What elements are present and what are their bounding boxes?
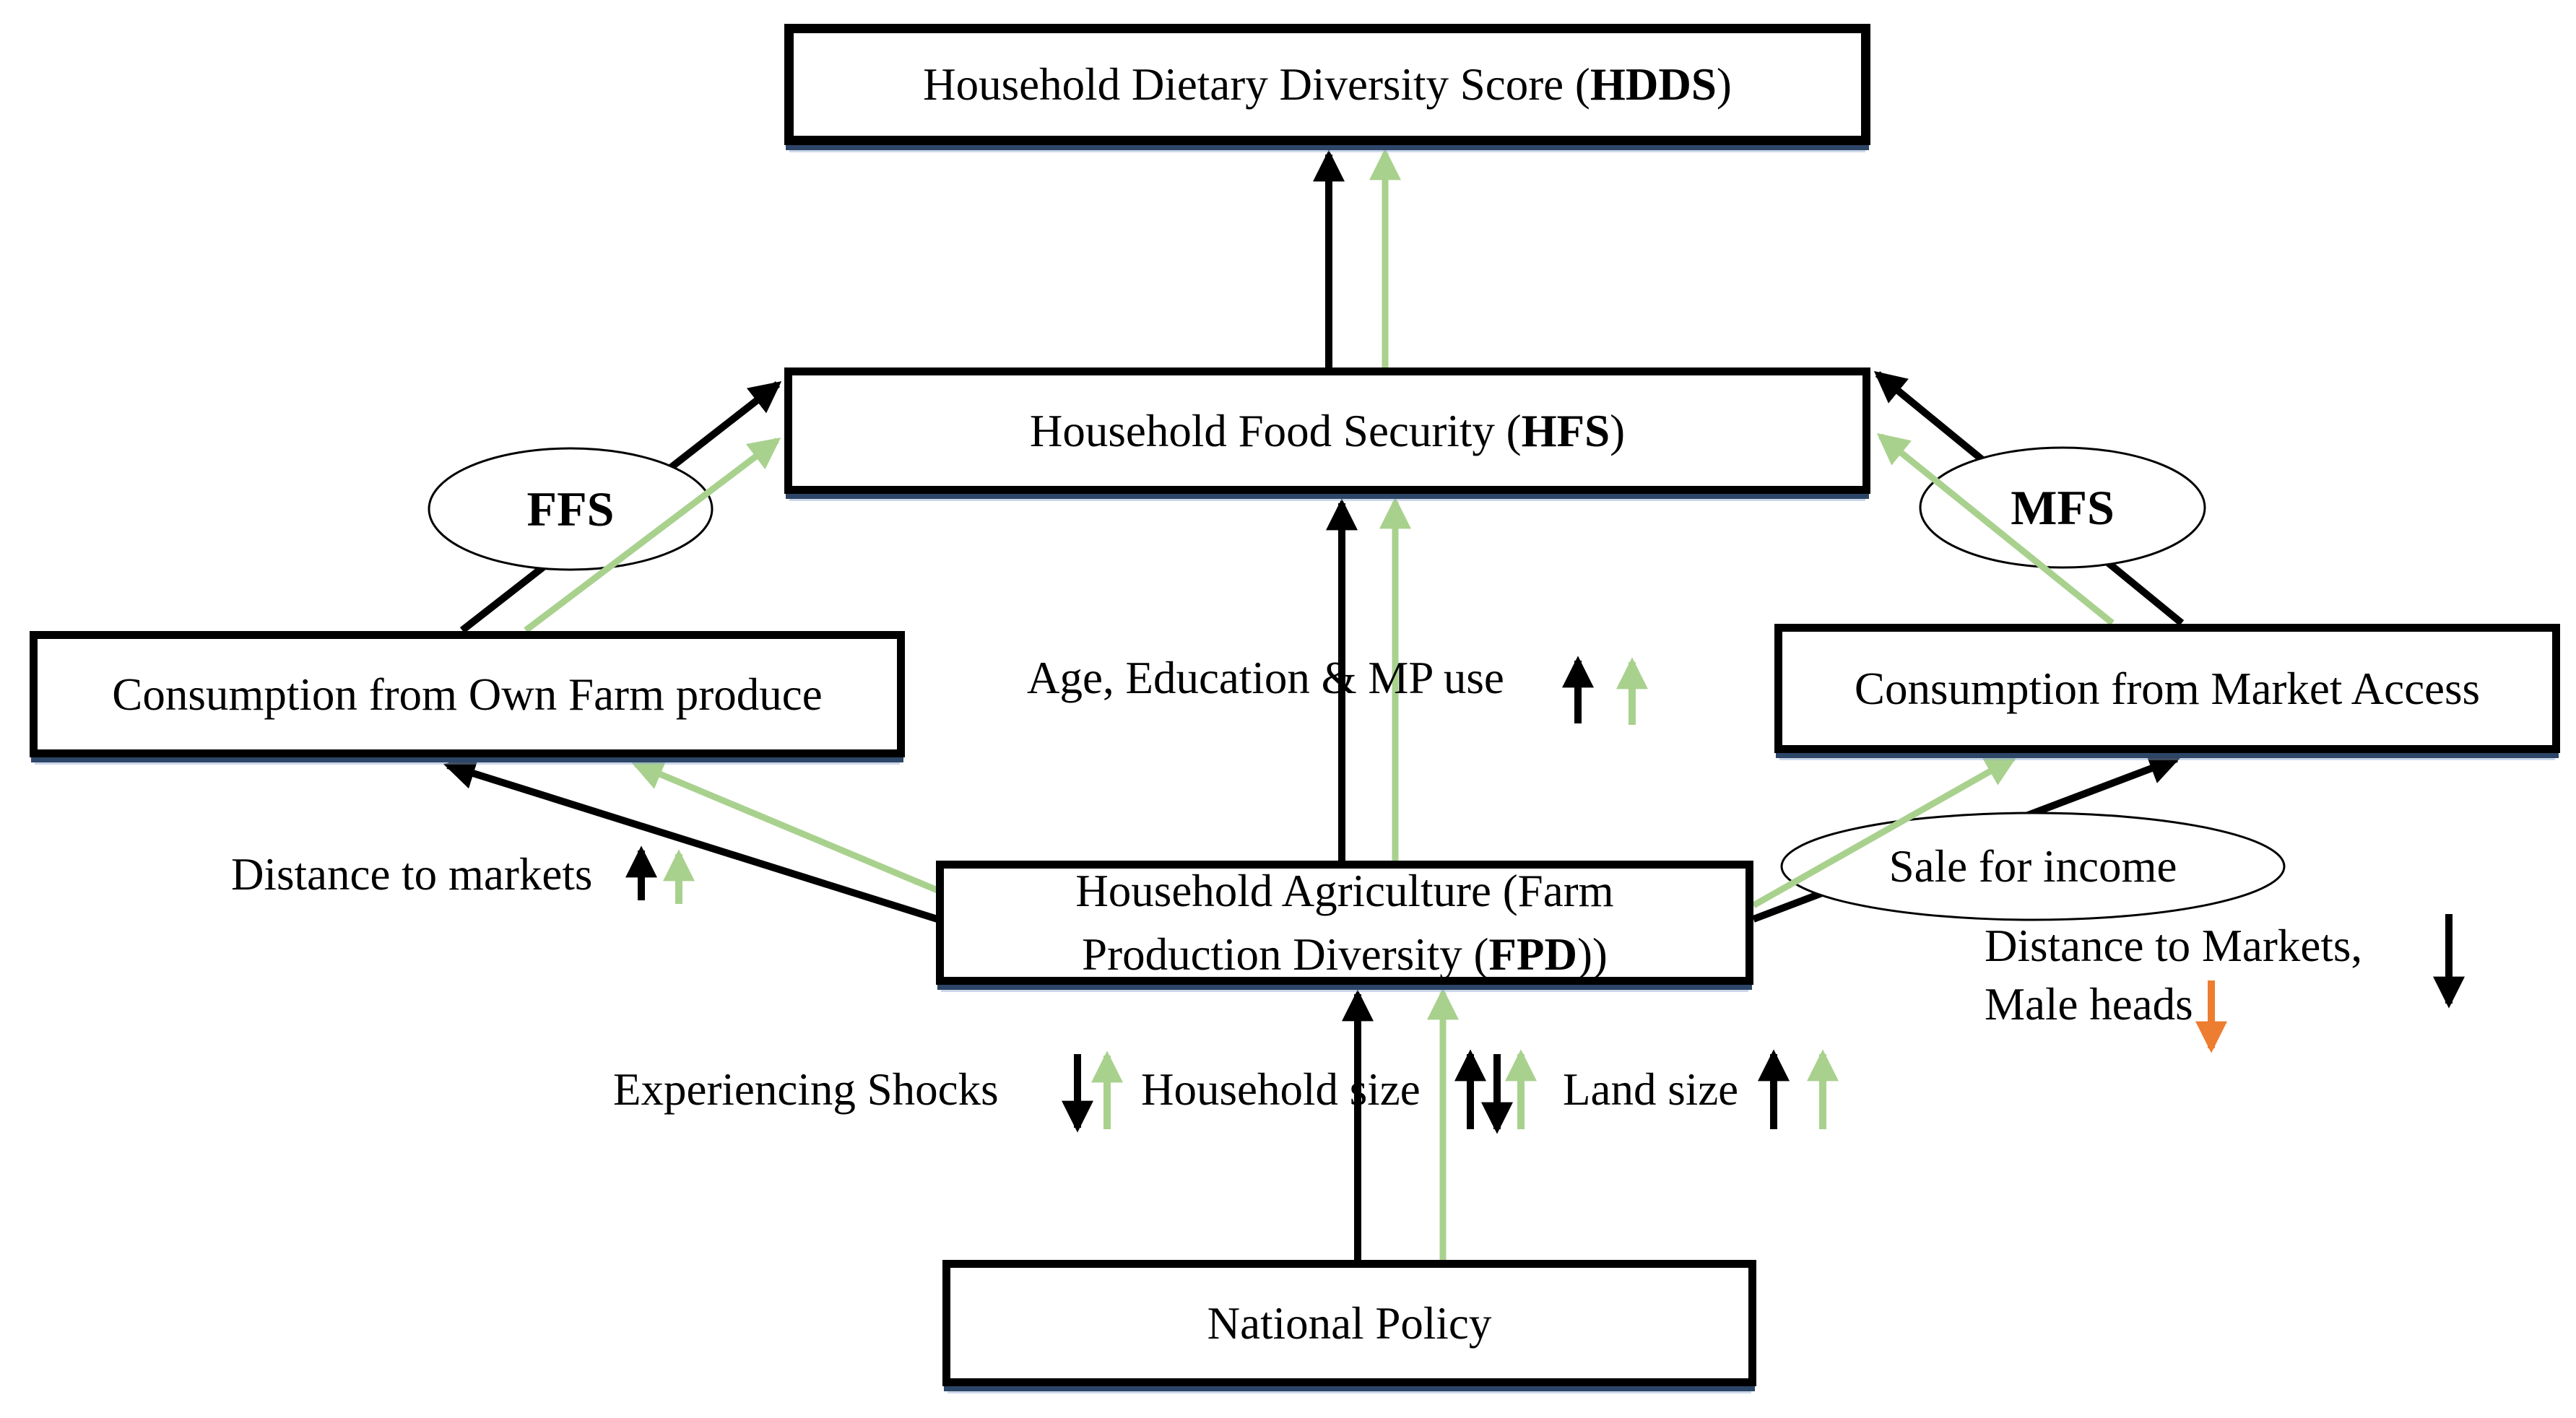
box-hdds: Household Dietary Diversity Score (HDDS) <box>784 24 1870 145</box>
box-national-policy: National Policy <box>942 1260 1756 1386</box>
arrow-fpd-to-market-green <box>1751 755 2018 908</box>
box-market-consumption: Consumption from Market Access <box>1774 624 2560 753</box>
box-national-policy-label: National Policy <box>1207 1297 1492 1349</box>
annotation-land-size: Land size <box>1563 1064 1739 1115</box>
annotation-male-heads: Male heads <box>1985 979 2193 1030</box>
box-hdds-label: Household Dietary Diversity Score (HDDS) <box>923 59 1732 110</box>
ellipse-mfs <box>1919 446 2206 569</box>
annotation-experiencing-shocks: Experiencing Shocks <box>613 1064 999 1115</box>
annotation-distance-right-line1: Distance to Markets, <box>1985 921 2363 971</box>
box-hfs: Household Food Security (HFS) <box>784 367 1870 494</box>
annotation-distance-to-markets-left: Distance to markets <box>231 849 593 900</box>
arrow-fpd-to-ownfarm-black <box>443 758 939 923</box>
arrow-ownfarm-to-hfs-green <box>524 438 781 633</box>
annotation-age-education-mp-use: Age, Education & MP use <box>1027 653 1504 703</box>
arrow-market-to-hfs-green <box>1876 432 2115 626</box>
arrow-fpd-to-ownfarm-green <box>630 760 939 894</box>
box-own-farm-consumption: Consumption from Own Farm produce <box>30 631 905 757</box>
ellipse-ffs-label: FFS <box>526 482 615 536</box>
box-own-farm-label: Consumption from Own Farm produce <box>112 669 823 720</box>
box-hfs-label: Household Food Security (HFS) <box>1029 405 1626 456</box>
ellipse-mfs-label: MFS <box>2011 480 2115 535</box>
ellipse-sale-for-income <box>1780 812 2286 921</box>
box-market-label: Consumption from Market Access <box>1854 663 2481 714</box>
ellipse-sale-for-income-label: Sale for income <box>1888 841 2177 892</box>
annotation-distance-to-markets-right: Distance to Markets, Male heads <box>1985 917 2362 1034</box>
annotation-household-size: Household size <box>1141 1064 1421 1115</box>
